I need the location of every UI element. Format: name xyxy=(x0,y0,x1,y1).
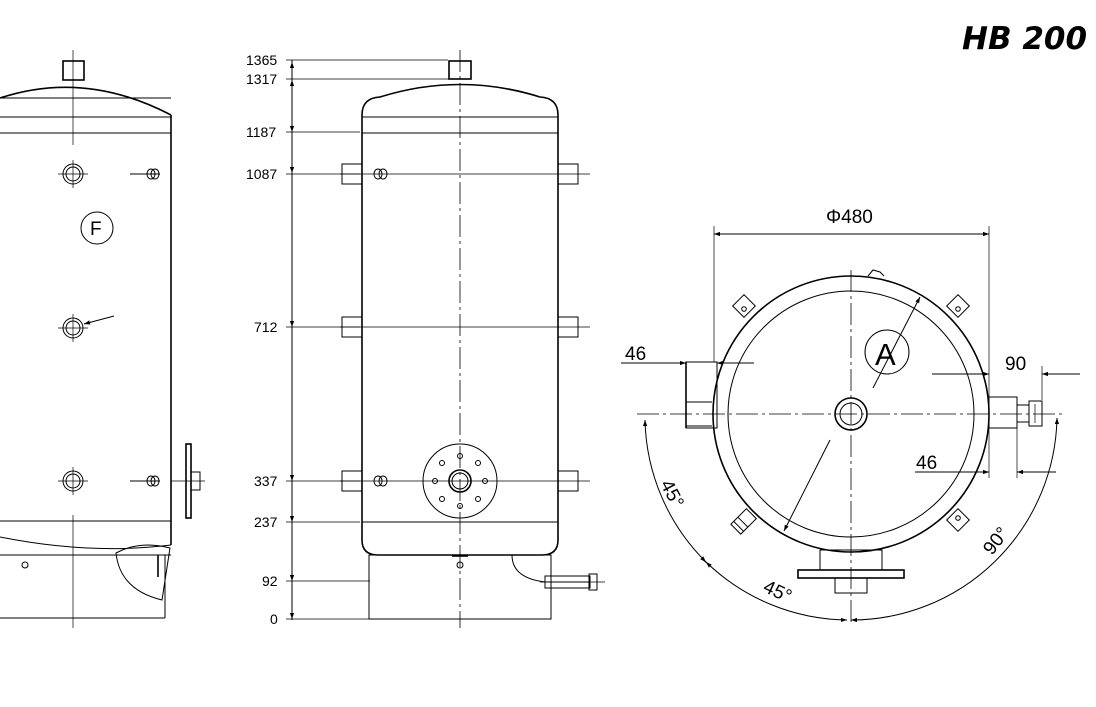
side-view-dimensioned: 1365 1317 1187 1087 712 337 237 92 0 xyxy=(246,50,605,628)
side-view-left: F xyxy=(0,50,205,628)
top-view: A xyxy=(621,207,1080,625)
height-label: 1365 xyxy=(246,52,277,68)
angle-label-45-left: 45° xyxy=(656,476,688,511)
dim-right-90: 90 xyxy=(1005,354,1026,375)
height-label: 1187 xyxy=(246,124,276,140)
marker-a-circle xyxy=(864,329,910,375)
marker-f-circle xyxy=(80,211,114,245)
dim-right-46: 46 xyxy=(916,453,937,474)
height-label: 712 xyxy=(254,319,278,335)
port-middle-left xyxy=(58,314,115,342)
dim-left-46: 46 xyxy=(625,344,646,365)
height-label: 0 xyxy=(270,611,278,627)
drawing-title: HB 200 xyxy=(962,21,1087,57)
angle-label-90: 90° xyxy=(979,524,1013,560)
height-label: 337 xyxy=(254,473,278,489)
height-label: 92 xyxy=(262,573,278,589)
side-flange xyxy=(171,443,205,519)
diameter-label: Φ480 xyxy=(826,207,873,228)
marker-a-label: A xyxy=(875,337,896,372)
angle-label-45-bottom: 45° xyxy=(760,576,795,607)
flange-bolt-circle xyxy=(422,443,498,519)
height-label: 1317 xyxy=(246,71,277,87)
height-label: 237 xyxy=(254,514,278,530)
port-upper-left xyxy=(58,160,88,188)
marker-f-label: F xyxy=(90,219,102,240)
height-label: 1087 xyxy=(246,166,277,182)
port-lower-left xyxy=(58,467,88,495)
